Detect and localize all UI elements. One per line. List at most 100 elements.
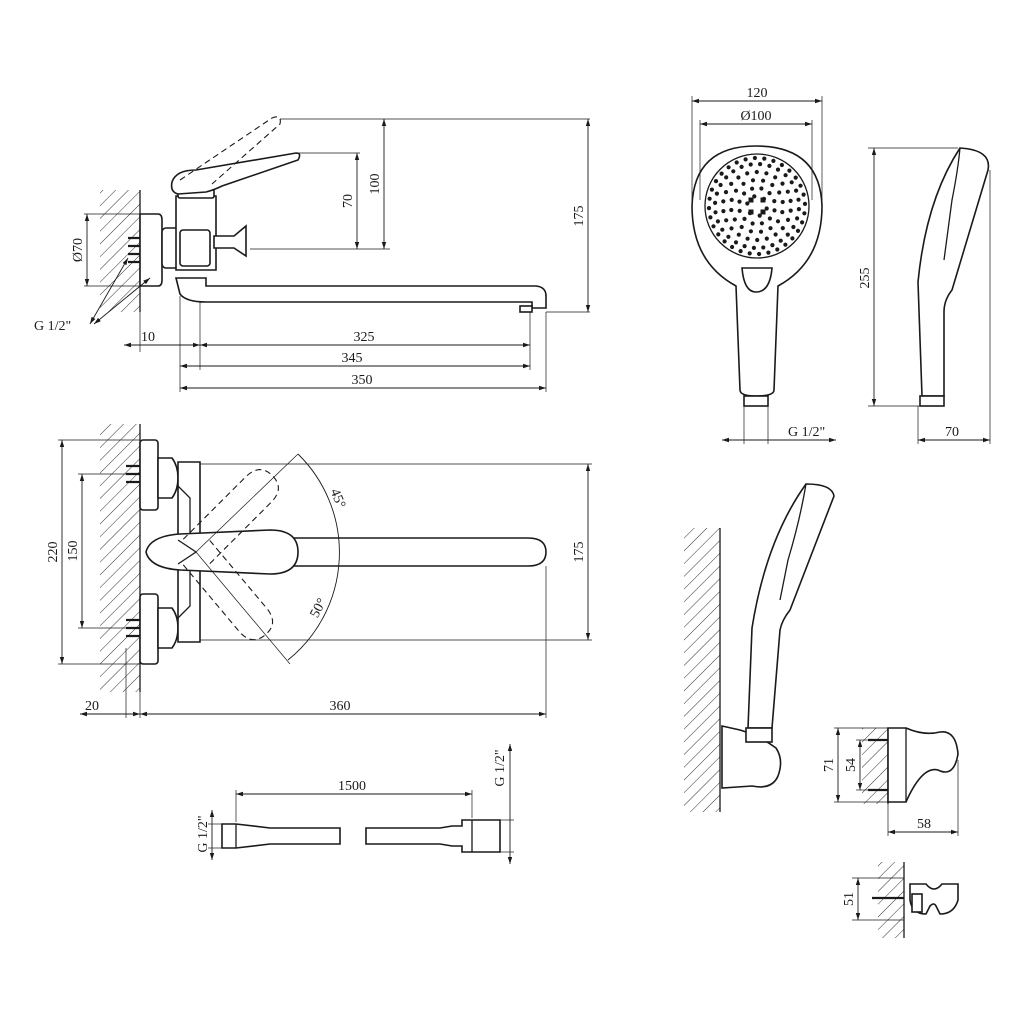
angle-45-label: 45° <box>327 487 348 511</box>
nozzle-dot <box>742 244 747 249</box>
nozzle-dot <box>719 171 724 176</box>
nozzle-dot <box>721 199 726 204</box>
dimension-arrowhead <box>855 913 861 920</box>
dimension-arrowhead <box>539 711 546 717</box>
nozzle-dot <box>772 208 777 213</box>
dimension-arrowhead <box>585 305 591 312</box>
nozzle-dot <box>723 190 729 195</box>
dimension-arrowhead <box>585 633 591 640</box>
dimension-arrowhead <box>94 317 101 324</box>
wall-hatch <box>684 528 720 812</box>
dim-d70-label: Ø70 <box>71 238 86 262</box>
nozzle-dot <box>783 242 788 247</box>
angle-arc <box>287 453 340 661</box>
nozzle-dot <box>775 167 781 172</box>
nozzle-dot <box>733 240 739 245</box>
dim-175-top-label: 175 <box>572 542 587 563</box>
dim-51-label: 51 <box>842 892 857 906</box>
nozzle-dot <box>732 217 737 222</box>
dimension-arrowhead <box>143 278 150 285</box>
upper-nut <box>157 457 179 499</box>
nozzle-dot <box>770 243 775 248</box>
mounted-shower <box>684 483 835 812</box>
dim-175-label: 175 <box>572 206 587 227</box>
nozzle-dot <box>713 200 718 205</box>
nozzle-dot <box>759 221 765 226</box>
dim-360-label: 360 <box>330 699 351 714</box>
nozzle-dot <box>768 226 773 231</box>
dimension-arrowhead <box>80 711 87 717</box>
hose-right-end <box>365 819 501 853</box>
nozzle-dot <box>745 171 750 176</box>
nozzle-dot <box>750 186 755 191</box>
hand-shower-side: 255 70 <box>858 147 991 444</box>
dimension-arrowhead <box>722 437 729 443</box>
nozzle-dot <box>726 234 731 239</box>
dim-10-label: 10 <box>141 330 155 345</box>
nozzle-dot <box>790 236 795 241</box>
wall-holder-front: 51 <box>842 862 959 938</box>
nozzle-dot <box>718 182 723 188</box>
nozzle-dot <box>745 236 750 241</box>
center-nozzle <box>760 197 766 203</box>
dimension-arrowhead <box>140 711 147 717</box>
dimension-arrowhead <box>857 740 863 747</box>
dim-350-label: 350 <box>352 373 373 388</box>
dimension-arrowhead <box>79 621 85 628</box>
eccentric-thread <box>128 236 140 264</box>
nozzle-dot <box>713 210 718 215</box>
dimension-arrowhead <box>236 791 243 797</box>
nozzle-dot <box>729 226 734 231</box>
angle-ray <box>195 551 291 665</box>
dim-71-label: 71 <box>822 758 837 772</box>
nozzle-dot <box>791 224 796 230</box>
nozzle-dot <box>771 158 776 163</box>
nozzle-dot <box>729 181 734 186</box>
dimension-arrowhead <box>983 437 990 443</box>
dimension-arrowhead <box>507 857 513 864</box>
center-nozzle <box>760 209 766 215</box>
lever-50-outline <box>181 540 274 641</box>
nozzle-dot <box>788 198 793 203</box>
upper-thread <box>126 464 140 484</box>
nozzle-dot <box>733 188 739 193</box>
nozzle-dot <box>778 238 783 243</box>
shower-connector <box>743 395 769 407</box>
nozzle-dot <box>736 232 741 237</box>
nozzle-dot <box>785 232 790 237</box>
nozzle-dot <box>758 162 763 167</box>
dimension-arrowhead <box>133 711 140 717</box>
dimension-arrowhead <box>180 363 187 369</box>
nozzle-dot <box>764 236 769 241</box>
dimension-arrowhead <box>59 440 65 447</box>
nozzle-dot <box>709 187 715 192</box>
dimension-arrowhead <box>381 119 387 126</box>
mounted-shower-body <box>747 483 835 729</box>
nozzle-dot <box>721 209 726 214</box>
nozzle-dot <box>745 201 750 206</box>
shower-face <box>704 153 810 259</box>
dimension-arrowhead <box>585 464 591 471</box>
nozzle-dot <box>739 164 744 169</box>
nozzle-dot <box>716 232 721 237</box>
shower-nozzles <box>706 155 808 257</box>
upper-flange <box>139 439 159 511</box>
nozzle-dot <box>750 178 756 183</box>
dimension-arrowhead <box>815 98 822 104</box>
dimension-arrowhead <box>871 148 877 155</box>
nozzle-dot <box>722 239 727 244</box>
nozzle-dot <box>793 175 798 180</box>
dimension-arrowhead <box>507 744 513 751</box>
dimension-arrowhead <box>79 474 85 481</box>
dim-54-label: 54 <box>844 758 859 772</box>
center-nozzle <box>748 209 754 215</box>
dimension-arrowhead <box>539 385 546 391</box>
lower-thread <box>126 618 140 638</box>
faucet-side-view: 70 100 175 Ø70 G 1/2" 10 325 345 350 <box>34 116 590 392</box>
nozzle-dot <box>780 210 785 215</box>
dim-d100-label: Ø100 <box>740 109 771 124</box>
nozzle-dot <box>802 201 808 206</box>
hose-left-end <box>221 823 341 849</box>
nozzle-dot <box>748 229 754 234</box>
